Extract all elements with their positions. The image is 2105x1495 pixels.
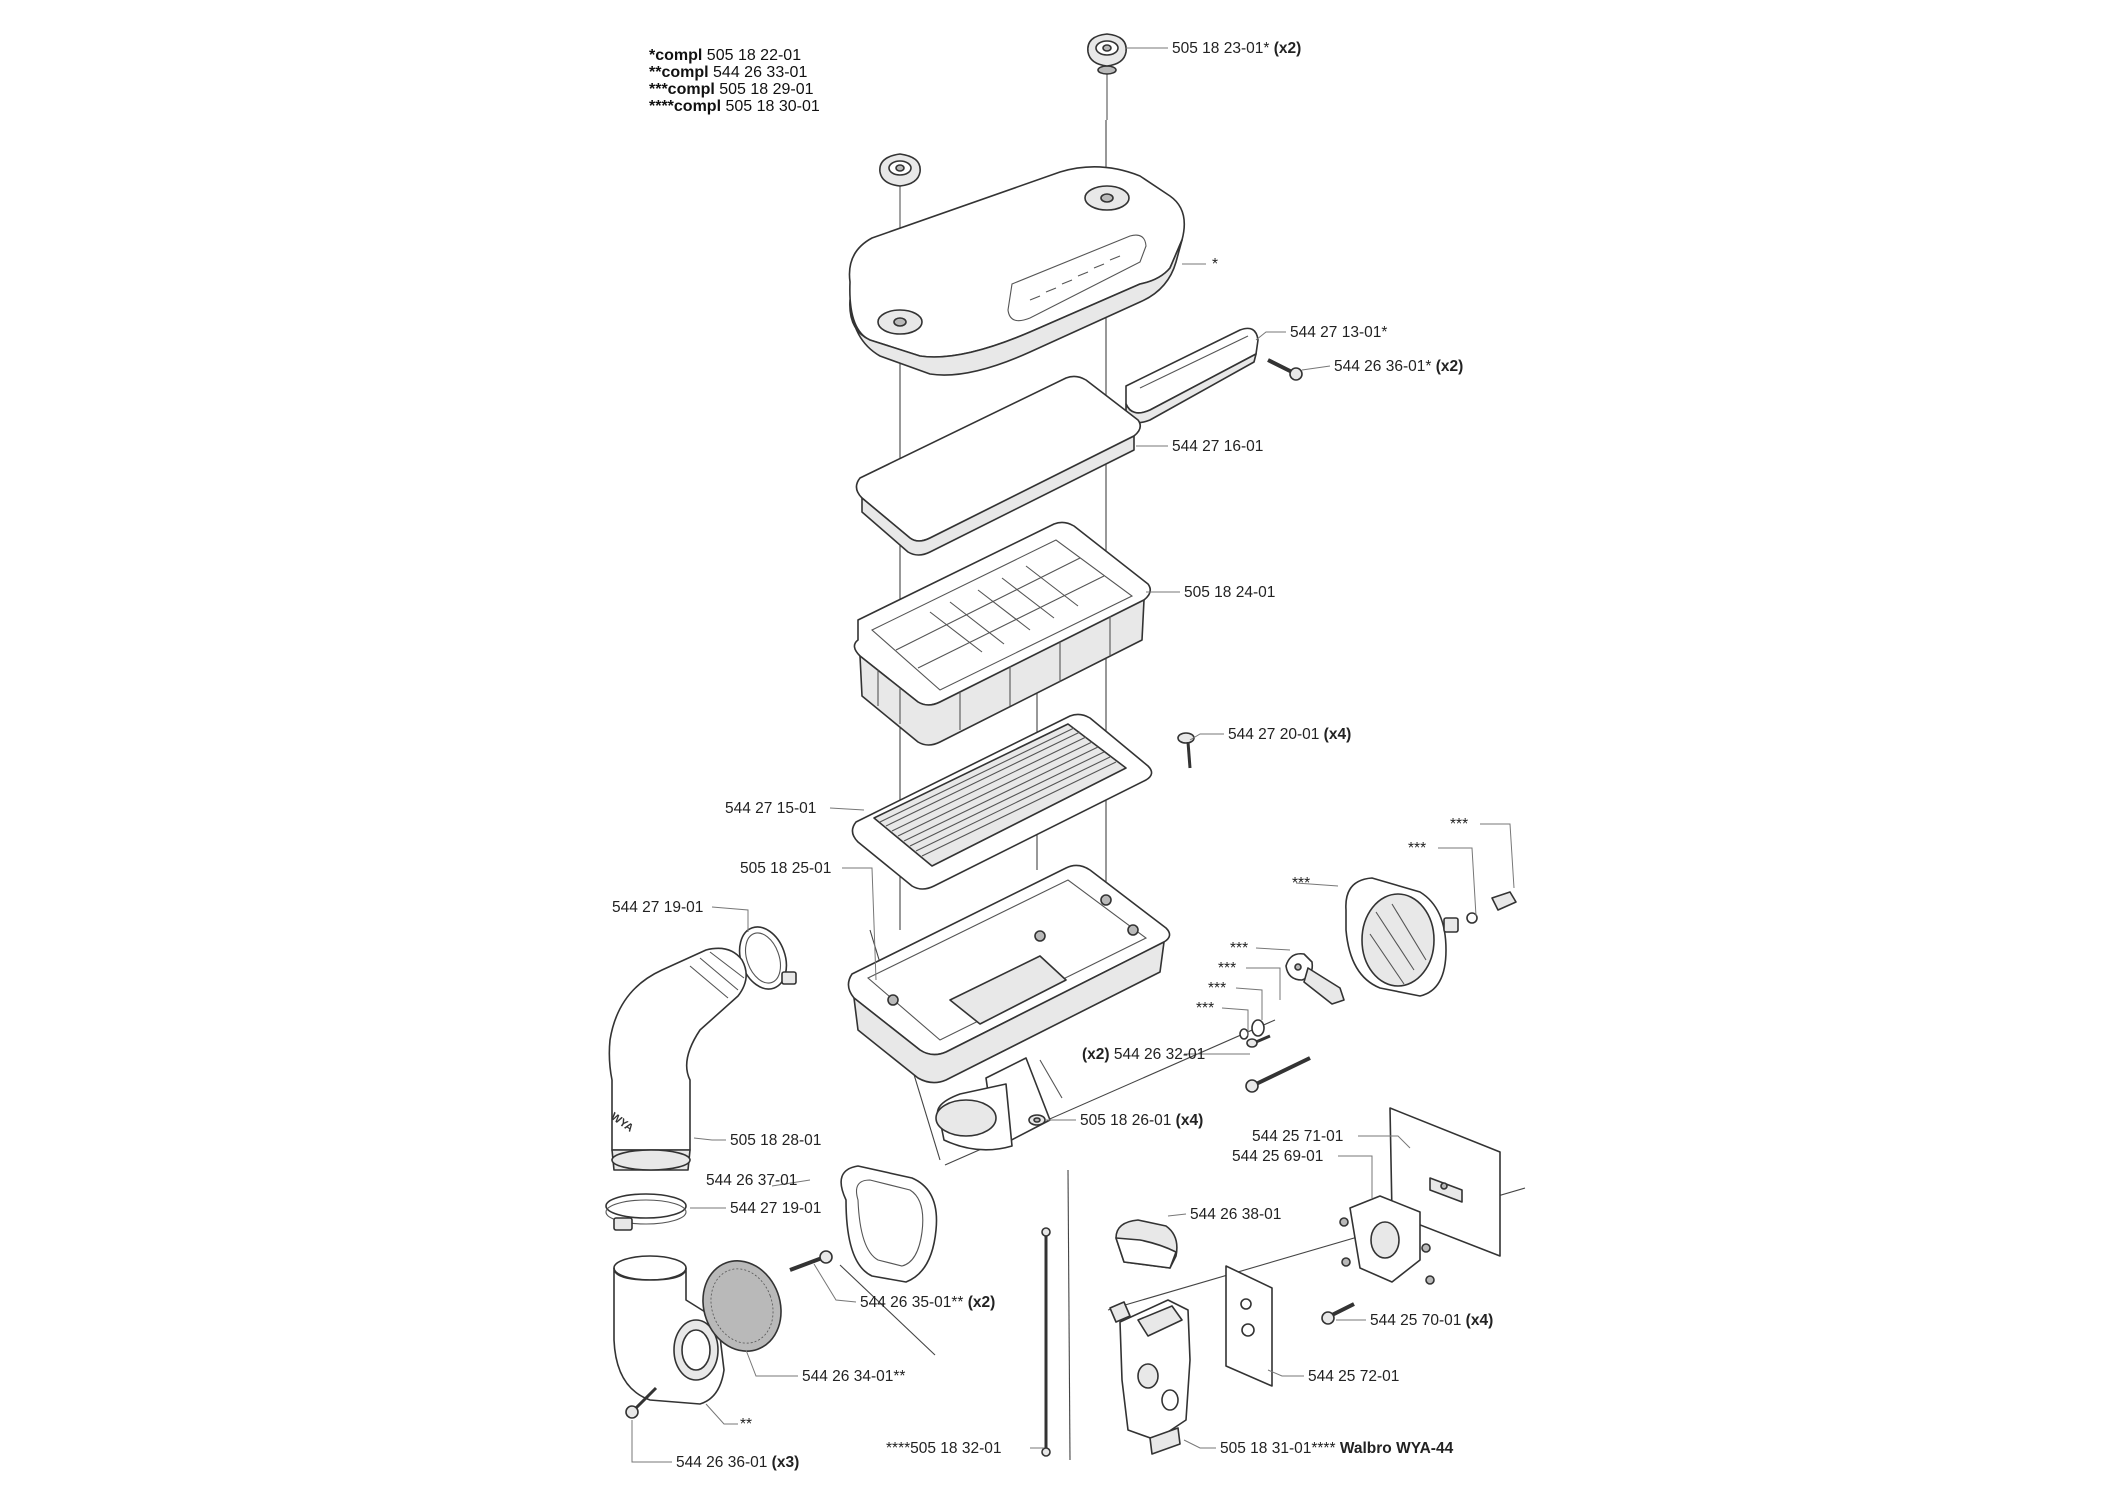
callout-clamp-top: 544 27 19-01 [612,899,703,916]
mesh-disc [702,1260,782,1352]
handle-screw [1267,358,1303,381]
bottom-adapter [613,1255,725,1405]
prefilter-pad [855,375,1142,556]
callout-filter-base: 505 18 25-01 [740,860,831,877]
callout-screw-x2: (x2) 544 26 32-01 [1082,1046,1205,1063]
bottom-screw-part [625,1386,658,1419]
elbow-hose: WYA [608,947,747,1171]
callout-carburetor: 505 18 31-01**** Walbro WYA-44 [1220,1440,1454,1457]
main-filter [851,713,1153,890]
callout-mesh: 544 26 34-01** [802,1368,905,1385]
grommet-part [1028,1114,1046,1126]
screw-small [1177,732,1195,769]
callout-gasket-ring: 544 26 37-01 [706,1172,797,1189]
knob-right [1087,33,1127,120]
callout-elbow: 505 18 28-01 [730,1132,821,1149]
callout-screw-x4: 544 27 20-01 (x4) [1228,726,1351,743]
callout-cover: * [1212,256,1218,273]
carb-flange [1339,1195,1435,1285]
choke-housing [1345,877,1459,997]
filter-grid [895,557,1105,669]
legend-row: ****compl 505 18 30-01 [649,98,820,115]
callout-knob: 505 18 23-01* (x2) [1172,40,1301,57]
callout-main-filter: 544 27 15-01 [725,800,816,817]
callout-plate: 544 25 71-01 [1252,1128,1343,1145]
bolt-part [789,1250,833,1272]
callout-star-e: *** [1218,960,1236,977]
callout-carb-gasket: 544 25 72-01 [1308,1368,1399,1385]
callout-star-f: *** [1208,980,1226,997]
callout-prefilter: 544 27 16-01 [1172,438,1263,455]
callout-flange-screw: 544 25 70-01 (x4) [1370,1312,1493,1329]
legend-row: ***compl 505 18 29-01 [649,81,814,98]
legend-row: **compl 544 26 33-01 [649,64,807,81]
choke-lever [1285,952,1345,1005]
filter-base [847,864,1171,1151]
callout-star-c: *** [1292,875,1310,892]
callout-star-a: *** [1450,816,1468,833]
callout-bolt: 544 26 35-01** (x2) [860,1294,995,1311]
callout-carb-flange: 544 25 69-01 [1232,1148,1323,1165]
long-screw [1245,1056,1311,1093]
callout-handle-screw: 544 26 36-01* (x2) [1334,358,1463,375]
callout-star-g: *** [1196,1000,1214,1017]
carburetor-part [1109,1299,1191,1455]
legend-row: *compl 505 18 22-01 [649,47,801,64]
callout-double-star: ** [740,1416,752,1433]
callout-labels: 505 18 23-01* (x2) * 544 27 13-01* 544 2… [612,40,1493,1471]
callout-fuel-line: ****505 18 32-01 [886,1440,1002,1457]
legend: *compl 505 18 22-01 **compl 544 26 33-01… [649,47,820,115]
choke-pin [1466,891,1517,924]
filter-pleats [879,727,1117,857]
frame-ribs [877,616,1111,730]
gasket-ring [840,1165,938,1283]
choke-washer [1239,1019,1265,1040]
filter-frame [853,521,1152,746]
choke-screw [1246,1034,1271,1048]
carb-gasket [1225,1265,1273,1387]
flange-screw-part [1321,1302,1355,1325]
callout-grommet: 505 18 26-01 (x4) [1080,1112,1203,1129]
hose-clamp-bottom [605,1193,687,1231]
callout-star-b: *** [1408,840,1426,857]
choke-cap [1115,1219,1178,1269]
callout-filter-frame: 505 18 24-01 [1184,584,1275,601]
fuel-line-part [1041,1227,1051,1457]
callout-handle: 544 27 13-01* [1290,324,1387,341]
air-filter-cover [848,166,1186,376]
callout-star-d: *** [1230,940,1248,957]
callout-clamp-bottom: 544 27 19-01 [730,1200,821,1217]
handle-part [1125,327,1259,424]
callout-choke-cap: 544 26 38-01 [1190,1206,1281,1223]
callout-bottom-screw: 544 26 36-01 (x3) [676,1454,799,1471]
leader-lines [631,47,1515,1463]
